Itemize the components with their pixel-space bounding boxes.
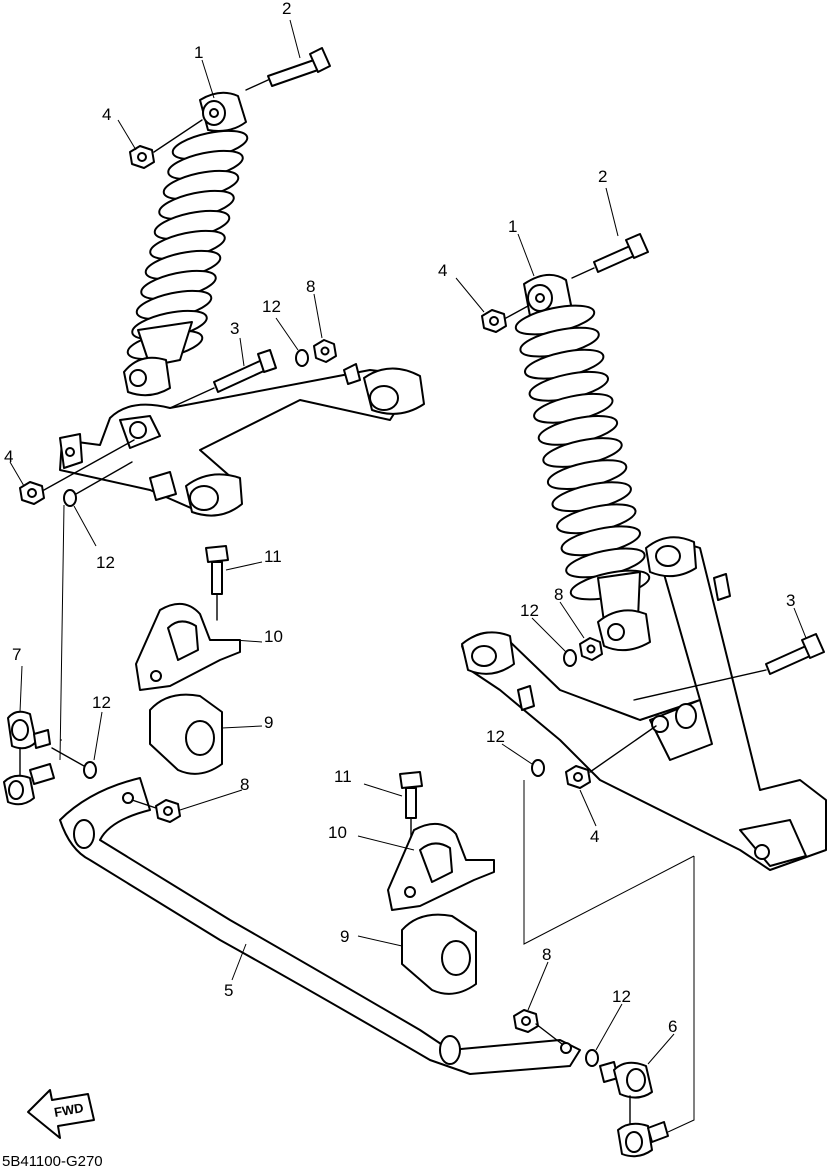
- bracket-10-upper: [135, 603, 241, 691]
- nut-8-left-arm: [313, 339, 337, 363]
- callout-8: 8: [306, 277, 315, 296]
- link-7-left: [3, 710, 55, 806]
- fwd-arrow-icon: FWD: [27, 1089, 95, 1139]
- washer-12-left-arm: [295, 349, 309, 367]
- callout-2: 2: [282, 0, 291, 18]
- nut-4-right-lower: [565, 725, 657, 789]
- callout-4: 4: [438, 261, 447, 280]
- nut-8-bar-left: [131, 799, 181, 823]
- callout-9: 9: [264, 713, 273, 732]
- link-6-right: [599, 1061, 669, 1158]
- callout-2: 2: [598, 167, 607, 186]
- callout-12: 12: [96, 553, 115, 572]
- callout-4: 4: [590, 827, 599, 846]
- a-arm-right: [461, 536, 827, 871]
- callout-labels: 2 1 4 12 8 3 4 12 11 10 7 12 9 8 2 1 4 1…: [4, 0, 795, 1036]
- callout-1: 1: [194, 43, 203, 62]
- callout-4: 4: [102, 105, 111, 124]
- callout-10: 10: [264, 627, 283, 646]
- callout-11: 11: [334, 767, 352, 786]
- callout-9: 9: [340, 927, 349, 946]
- coil-spring-right: [514, 304, 651, 601]
- callout-4: 4: [4, 447, 13, 466]
- callout-12: 12: [520, 601, 539, 620]
- shock-absorber-right: [514, 273, 651, 652]
- a-arm-left: [59, 363, 425, 517]
- bolt-2-left: [245, 47, 331, 91]
- callout-12: 12: [92, 693, 111, 712]
- callout-12: 12: [262, 297, 281, 316]
- callout-3: 3: [230, 319, 239, 338]
- callout-12: 12: [486, 727, 505, 746]
- callout-10: 10: [328, 823, 347, 842]
- callout-8: 8: [554, 585, 563, 604]
- washer-12-left-lower: [63, 461, 133, 507]
- bolt-2-right: [571, 233, 649, 279]
- nut-8-bar-right: [513, 1009, 563, 1045]
- callout-6: 6: [668, 1017, 677, 1036]
- callout-3: 3: [786, 591, 795, 610]
- callout-leaders: [9, 19, 807, 1065]
- coil-spring-left: [126, 129, 249, 361]
- callout-1: 1: [508, 217, 517, 236]
- bushing-9-upper: [149, 693, 223, 775]
- diagram-code: 5B41100-G270: [2, 1153, 103, 1169]
- nut-4-left-lower: [19, 439, 135, 505]
- callout-7: 7: [12, 645, 21, 664]
- callout-5: 5: [224, 981, 233, 1000]
- callout-12: 12: [612, 987, 631, 1006]
- bracket-10-lower: [387, 823, 495, 911]
- nut-4-right-top: [481, 305, 529, 333]
- callout-11: 11: [264, 547, 282, 566]
- bushing-9-lower: [401, 913, 477, 995]
- washer-12-right-lower: [531, 759, 545, 777]
- callout-8: 8: [240, 775, 249, 794]
- fwd-label: FWD: [53, 1100, 85, 1120]
- bolt-3-left: [169, 349, 277, 409]
- washer-12-bar-right: [585, 1049, 599, 1067]
- nut-4-left-top: [129, 119, 203, 169]
- assembly-reference-lines: [59, 504, 695, 1133]
- bolt-11-lower: [399, 771, 423, 843]
- bolt-3-right: [633, 633, 825, 701]
- shock-absorber-left: [123, 91, 249, 397]
- nut-8-right-arm: [579, 637, 603, 661]
- stabilizer-bar-5: [59, 777, 581, 1075]
- washer-12-bar-left: [51, 747, 97, 779]
- callout-8: 8: [542, 945, 551, 964]
- washer-12-right-arm: [563, 649, 577, 667]
- bolt-11-upper: [205, 545, 229, 621]
